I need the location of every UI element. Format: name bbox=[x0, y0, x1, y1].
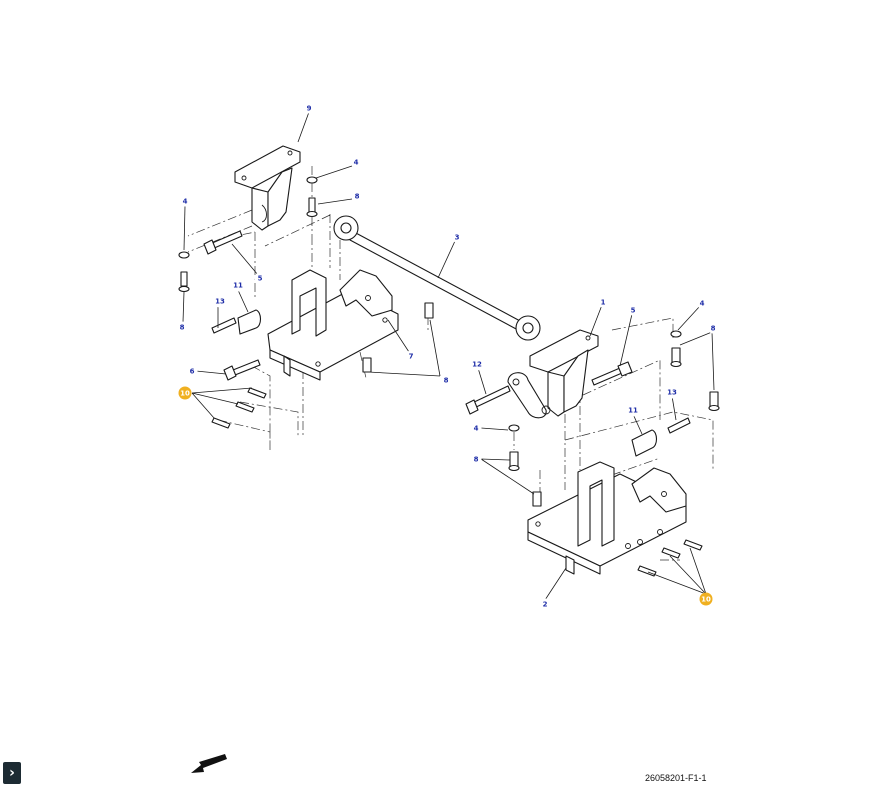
callout-4[interactable]: 4 bbox=[696, 297, 708, 309]
arrow-down-left-icon bbox=[191, 754, 227, 773]
svg-text:13: 13 bbox=[215, 298, 225, 306]
svg-text:8: 8 bbox=[711, 325, 716, 333]
callout-8[interactable]: 8 bbox=[707, 322, 719, 334]
callout-3[interactable]: 3 bbox=[451, 231, 463, 243]
left-base-frame bbox=[267, 269, 399, 381]
svg-text:1: 1 bbox=[601, 299, 606, 307]
svg-text:10: 10 bbox=[701, 596, 711, 604]
expand-panel-button[interactable]: › bbox=[3, 762, 21, 784]
callout-1[interactable]: 1 bbox=[597, 296, 609, 308]
callout-8[interactable]: 8 bbox=[470, 453, 482, 465]
callout-8[interactable]: 8 bbox=[440, 374, 452, 386]
callout-10[interactable]: 10 bbox=[178, 386, 192, 400]
chevron-right-icon: › bbox=[9, 765, 15, 781]
right-base-frame bbox=[527, 461, 687, 575]
right-fasteners bbox=[465, 330, 720, 577]
svg-text:11: 11 bbox=[233, 282, 243, 290]
callout-11[interactable]: 11 bbox=[626, 403, 640, 417]
link-rod bbox=[333, 215, 541, 341]
svg-text:8: 8 bbox=[444, 377, 449, 385]
svg-text:5: 5 bbox=[631, 307, 636, 315]
svg-text:12: 12 bbox=[472, 361, 482, 369]
svg-text:4: 4 bbox=[354, 159, 359, 167]
svg-text:13: 13 bbox=[667, 389, 677, 397]
callout-12[interactable]: 12 bbox=[470, 357, 484, 371]
figure-id-label: 26058201-F1-1 bbox=[645, 773, 707, 783]
callout-7[interactable]: 7 bbox=[405, 350, 417, 362]
svg-text:8: 8 bbox=[180, 324, 185, 332]
callout-13[interactable]: 13 bbox=[665, 385, 679, 399]
callout-4[interactable]: 4 bbox=[470, 422, 482, 434]
svg-text:8: 8 bbox=[355, 193, 360, 201]
svg-text:4: 4 bbox=[474, 425, 479, 433]
callout-9[interactable]: 9 bbox=[303, 102, 315, 114]
callout-4[interactable]: 4 bbox=[179, 195, 191, 207]
callout-13[interactable]: 13 bbox=[213, 294, 227, 308]
callout-2[interactable]: 2 bbox=[539, 598, 551, 610]
svg-text:3: 3 bbox=[455, 234, 460, 242]
callout-6[interactable]: 6 bbox=[186, 365, 198, 377]
svg-text:5: 5 bbox=[258, 275, 263, 283]
callout-4[interactable]: 4 bbox=[350, 156, 362, 168]
callout-5[interactable]: 5 bbox=[254, 272, 266, 284]
leader-lines bbox=[182, 111, 715, 601]
svg-text:7: 7 bbox=[409, 353, 414, 361]
svg-text:9: 9 bbox=[307, 105, 312, 113]
svg-text:8: 8 bbox=[474, 456, 479, 464]
callout-10[interactable]: 10 bbox=[699, 592, 713, 606]
callout-8[interactable]: 8 bbox=[176, 321, 188, 333]
left-fasteners bbox=[178, 176, 434, 429]
svg-text:4: 4 bbox=[700, 300, 705, 308]
svg-text:2: 2 bbox=[543, 601, 548, 609]
callout-5[interactable]: 5 bbox=[627, 304, 639, 316]
svg-text:11: 11 bbox=[628, 407, 638, 415]
upper-bracket-right bbox=[507, 329, 599, 419]
upper-bracket-left bbox=[234, 145, 301, 231]
callout-11[interactable]: 11 bbox=[231, 278, 245, 292]
svg-text:4: 4 bbox=[183, 198, 188, 206]
svg-text:10: 10 bbox=[180, 390, 190, 398]
svg-text:6: 6 bbox=[190, 368, 195, 376]
callout-8[interactable]: 8 bbox=[351, 190, 363, 202]
